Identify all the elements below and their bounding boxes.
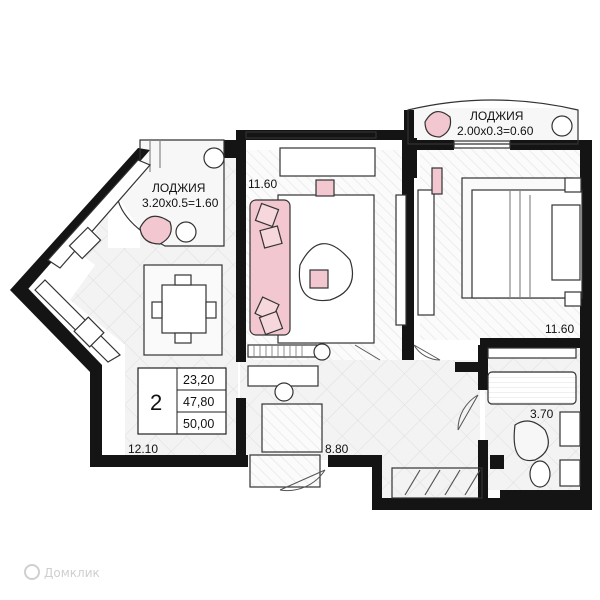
wall-bath-bottom-right [500,490,592,510]
wall-kitchen-left [90,365,102,467]
wall-bedroom-top [414,140,454,150]
watermark-text: Домклик [44,566,100,580]
sink-bath [559,411,581,447]
plant-loggia-left [203,147,225,169]
toilet [529,460,551,488]
door-entry [279,469,326,492]
wall-kitchen-hall [236,398,246,466]
wall-bath-mid [455,362,485,372]
door-bedroom [413,344,441,361]
room-count: 2 [150,390,162,415]
hall-furniture [247,365,323,488]
doors [279,344,479,492]
armchair-loggia-right [424,111,452,138]
sofa-pillow-2 [259,225,283,249]
wall-living-top [236,130,404,140]
desk-chair [315,179,335,197]
chair-bottom [174,332,192,344]
wall-right [580,140,592,500]
kitchen-furniture [34,147,225,363]
bookshelf [247,344,319,358]
bedroom-dresser [431,167,443,195]
summary-frame [137,367,227,435]
nightstand-bottom [564,291,582,307]
sofa-pillow-1 [254,202,280,228]
hall-stool [274,382,294,402]
bath-rug [513,420,549,462]
wall-kitchen-lower-diagonal [10,282,102,372]
bathroom-area-label: 3.70 [530,407,554,421]
wall-bottom-left [90,455,248,467]
loggia-right-outline [407,99,579,145]
wall-hall-bottom-left [328,455,378,467]
radiator [487,347,577,359]
kitchen-area-label: 12.10 [128,442,158,456]
living-furniture [247,147,407,361]
living-area-label: 11.60 [248,177,277,191]
stove [73,316,105,348]
bedroom-area-label: 11.60 [545,322,574,336]
round-table-loggia [175,221,197,243]
dining-table [161,284,207,334]
wall-loggia-right-left [404,110,414,148]
wall-hall-bottom-step [372,455,382,510]
living-area-value: 23,20 [183,373,214,387]
room-labels: 12.10 11.60 11.60 8.80 3.70 ЛОДЖИЯ 3.20x… [128,109,574,456]
loggia-left-title: ЛОДЖИЯ [152,181,205,195]
chair-right [205,301,217,319]
door-living [354,344,381,361]
wall-kitchen-living [236,130,246,362]
wall-bath-left-2 [478,440,488,500]
bedroom-wardrobe [417,189,435,316]
loggia-left-formula: 3.20x0.5=1.60 [142,196,219,210]
wall-loggia-left-post [224,140,238,158]
wall-bath-corner [490,455,504,469]
sofa-pillow-4 [258,310,284,336]
bathtub [487,371,577,405]
total-area-value: 47,80 [183,395,214,409]
hall-cabinet [249,454,321,488]
hall-wardrobe [261,403,323,453]
sink [68,226,102,260]
nightstand-top [564,177,582,193]
wardrobe-living [395,194,407,326]
coffee-table-tray [309,269,329,289]
window-hall-bottom [391,467,483,499]
bedroom-furniture [417,111,583,359]
hall-area-label: 8.80 [325,442,349,456]
hall-floor-2 [375,460,483,500]
door-bath [457,394,479,431]
loggia-right-title: ЛОДЖИЯ [470,109,523,123]
plant-loggia-right [551,115,573,137]
armchair-loggia-left [139,215,172,245]
bed-pillows [551,204,581,281]
washer [559,459,581,487]
window-living [245,131,377,139]
windows [117,99,579,499]
chair-left [151,301,163,319]
watermark: Домклик [24,564,100,580]
loggia-right-formula: 2.00x0.3=0.60 [457,124,534,138]
desk [279,147,376,177]
wall-bedroom-top-2 [510,140,580,150]
wall-bedroom-bath [480,338,580,348]
watermark-logo-icon [24,564,40,580]
bathroom-fixtures [487,371,581,488]
summary-box: 2 23,20 47,80 50,00 [137,367,227,435]
plant-living [313,343,331,361]
chair-top [174,274,192,286]
total-area-loggias-value: 50,00 [183,417,214,431]
